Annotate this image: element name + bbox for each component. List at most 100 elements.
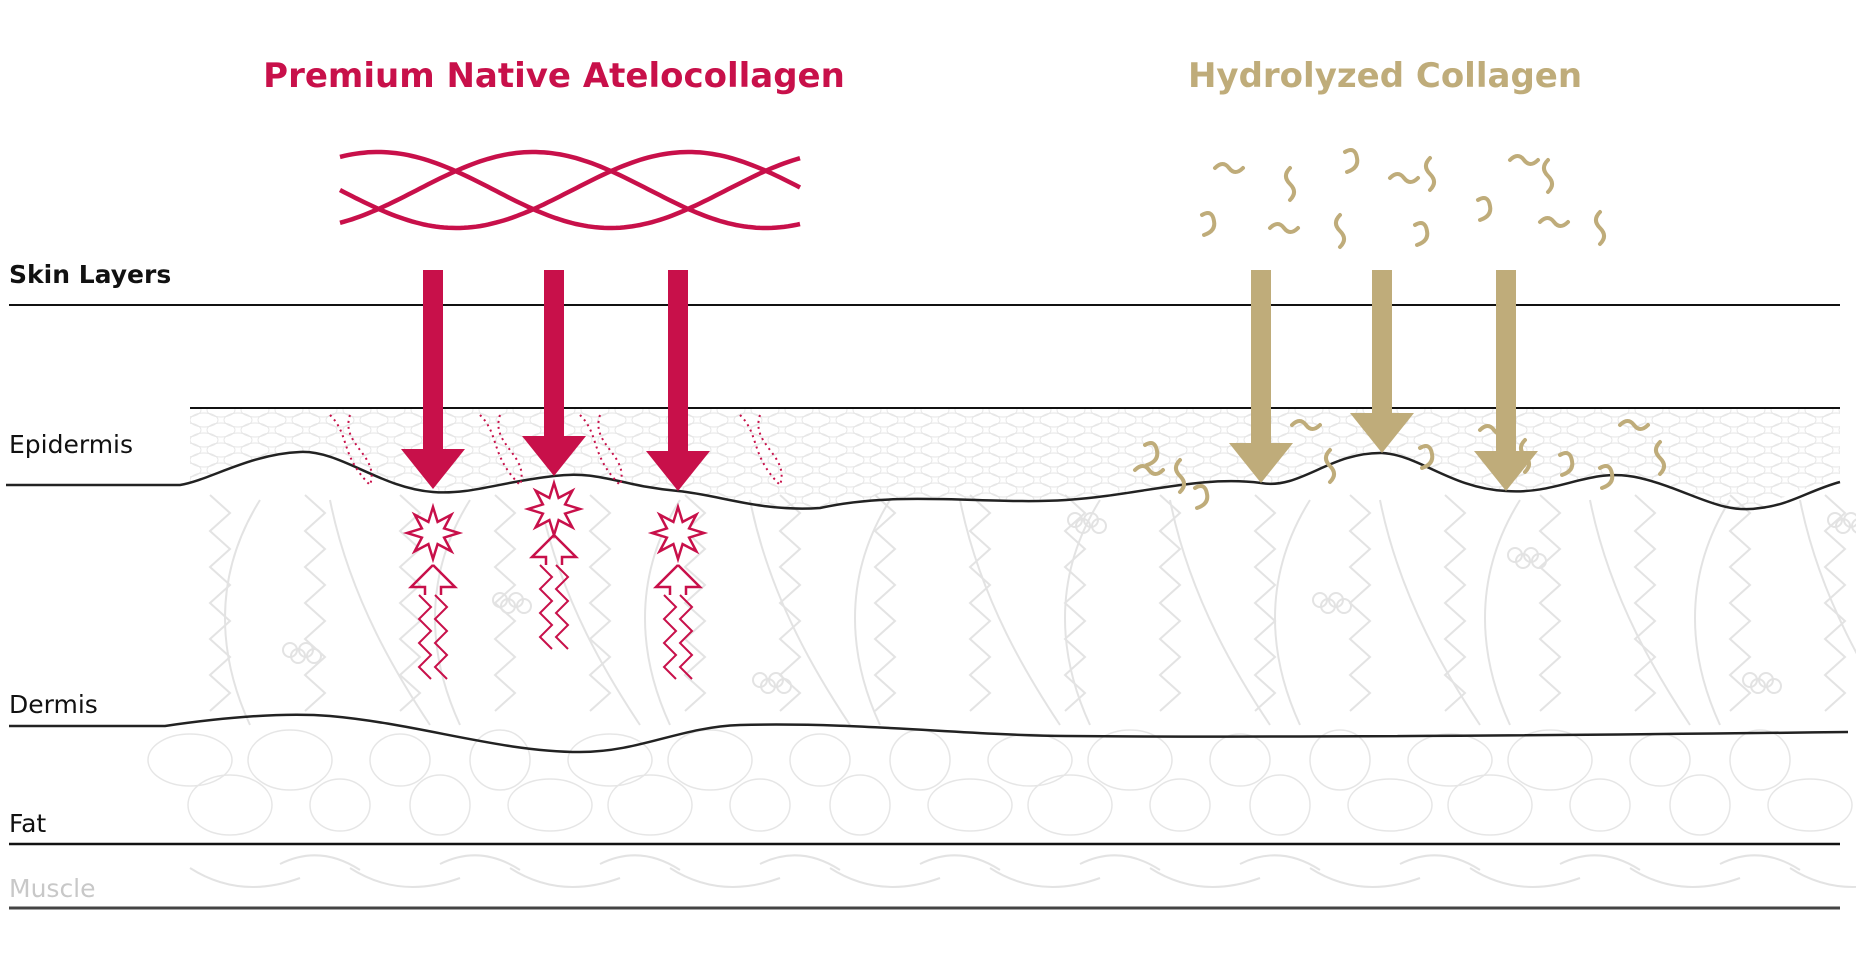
- fat-cell: [147, 733, 233, 787]
- dermis-fiber: [1799, 499, 1856, 655]
- fat-cell: [1629, 733, 1691, 787]
- starburst-icon: [523, 478, 585, 540]
- dermis-fiber: [588, 494, 612, 712]
- fat-cell: [607, 774, 693, 836]
- fragment-squiggle: [1418, 444, 1435, 470]
- fat-cell: [729, 778, 791, 832]
- dermis-fiber: [1158, 494, 1182, 712]
- penetration-arrows: [401, 270, 1538, 491]
- fat-cell: [1347, 778, 1433, 832]
- title-native-atelocollagen: Premium Native Atelocollagen: [263, 56, 845, 96]
- cell-cluster: [1531, 553, 1547, 569]
- dermis-fiber: [968, 494, 992, 712]
- dermis-fiber: [1348, 494, 1372, 712]
- muscle-fiber: [189, 867, 301, 888]
- muscle-fiber: [669, 867, 781, 888]
- fragment-squiggle: [1558, 451, 1575, 477]
- muscle-fiber: [1399, 854, 1481, 871]
- dermis-fiber: [1538, 494, 1562, 712]
- dermis-bottom-line: [9, 713, 1849, 754]
- muscle-fiber: [509, 867, 621, 888]
- dermis-fiber: [1589, 499, 1691, 726]
- dermis-fiber: [1484, 499, 1521, 726]
- stimulation-markers: [402, 478, 709, 680]
- muscle-fiber: [349, 867, 461, 888]
- fat-cell: [1729, 729, 1791, 791]
- fragment-squiggle: [1542, 158, 1554, 194]
- dermis-fiber: [1443, 494, 1467, 712]
- fat-cell: [309, 778, 371, 832]
- dermis-fiber: [303, 494, 327, 712]
- dermis-fiber: [1694, 499, 1731, 726]
- dermis-fiber: [1253, 494, 1277, 712]
- fragment-squiggle: [1133, 464, 1165, 476]
- label-dermis: Dermis: [9, 690, 98, 719]
- fragment-squiggle: [1598, 464, 1615, 490]
- dermis-fiber: [493, 494, 517, 712]
- fat-cell: [829, 774, 891, 836]
- dermis-fiber: [398, 494, 422, 712]
- fragment-squiggle: [1476, 196, 1493, 222]
- fragment-squiggle: [1193, 484, 1210, 510]
- down-arrow-icon: [1350, 270, 1414, 453]
- up-arrow-trail: [678, 594, 694, 680]
- dermis-fiber: [1823, 494, 1847, 712]
- fat-cell: [927, 778, 1013, 832]
- up-arrow-icon: [652, 564, 704, 595]
- fragment-squiggle: [1174, 458, 1186, 494]
- down-arrow-icon: [522, 270, 586, 476]
- fragment-squiggle: [1290, 419, 1322, 431]
- cell-cluster: [1336, 598, 1352, 614]
- fragment-squiggle: [1654, 440, 1666, 476]
- dotted-helix-fragment: [579, 414, 623, 486]
- label-epidermis: Epidermis: [9, 430, 133, 459]
- up-arrow-icon: [407, 564, 459, 595]
- fragment-squiggle: [1413, 221, 1430, 247]
- native-collagen-in-epidermis: [329, 414, 783, 486]
- cell-cluster: [1766, 678, 1782, 694]
- fragment-squiggle: [1618, 419, 1650, 431]
- muscle-fiber: [599, 854, 681, 871]
- dermis-fiber: [959, 499, 1061, 726]
- dermis-fiber: [224, 499, 261, 726]
- dermis-fiber: [1728, 494, 1752, 712]
- label-skin-layers: Skin Layers: [9, 260, 171, 289]
- dermis-fiber: [749, 499, 851, 726]
- down-arrow-icon: [401, 270, 465, 489]
- cell-cluster: [1843, 512, 1856, 528]
- muscle-fiber: [1309, 867, 1421, 888]
- dotted-helix-fragment: [479, 414, 523, 486]
- fat-cell: [667, 729, 753, 791]
- helix-strand: [338, 149, 802, 231]
- fragment-squiggle: [1594, 210, 1606, 246]
- muscle-fiber: [1079, 854, 1161, 871]
- fat-cell: [1149, 778, 1211, 832]
- fat-cell: [889, 729, 951, 791]
- fragment-squiggle: [1388, 172, 1420, 184]
- dermis-fiber: [1274, 499, 1311, 726]
- helix-strand: [339, 149, 801, 231]
- fragment-squiggle: [1343, 148, 1360, 174]
- fat-cell: [1767, 778, 1853, 832]
- muscle-fiber: [1469, 867, 1581, 888]
- fat-cell: [1669, 774, 1731, 836]
- fat-cell: [369, 733, 431, 787]
- label-muscle: Muscle: [9, 874, 96, 903]
- fat-cell: [469, 729, 531, 791]
- muscle-fiber: [829, 867, 941, 888]
- fat-cell: [247, 729, 333, 791]
- muscle-fiber: [439, 854, 521, 871]
- muscle-fiber: [1559, 854, 1641, 871]
- cell-cluster: [1851, 518, 1856, 534]
- dermis-fiber: [208, 494, 232, 712]
- fat-cell: [1447, 774, 1533, 836]
- muscle-fiber: [919, 854, 1001, 871]
- dermis-fiber: [1633, 494, 1657, 712]
- fat-cell: [1407, 733, 1493, 787]
- fat-cell: [987, 733, 1073, 787]
- label-fat: Fat: [9, 809, 46, 838]
- fragment-squiggle: [1143, 441, 1160, 467]
- up-arrow-trail: [433, 594, 449, 680]
